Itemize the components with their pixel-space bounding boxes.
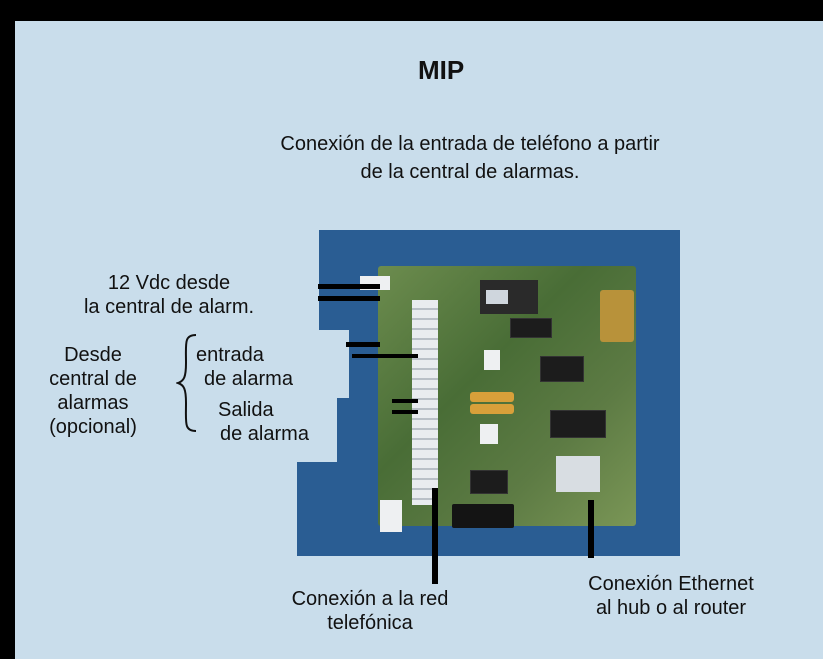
from-central-line-1: Desde <box>64 344 122 366</box>
board-photo-notch <box>297 230 319 330</box>
board-chip <box>470 470 508 494</box>
ethernet-connection-label: Conexión Ethernet al hub o al router <box>540 572 802 620</box>
phone-connection-label: Conexión a la red telefónica <box>250 587 490 635</box>
power-label: 12 Vdc desde la central de alarm. <box>38 271 300 319</box>
board-connector <box>380 500 402 532</box>
power-lead-line <box>318 284 380 289</box>
phone-lead-line <box>432 488 438 584</box>
diagram-title: MIP <box>418 55 465 85</box>
from-central-line-3: alarmas <box>57 392 129 414</box>
alarm-input-line-1: entrada <box>196 344 264 366</box>
alarm-output-line-1: Salida <box>218 399 274 421</box>
power-label-line-1: 12 Vdc desde <box>107 272 231 294</box>
alarm-input-line-2: de alarma <box>204 368 293 390</box>
ethernet-module <box>556 456 600 492</box>
alarm-input-lead-line <box>352 354 418 358</box>
alarm-output-label: Salida de alarma <box>218 398 309 446</box>
ethernet-connection-line-2: al hub o al router <box>595 597 747 619</box>
board-chip <box>550 410 606 438</box>
alarm-input-label: entrada de alarma <box>196 343 293 391</box>
grouping-brace <box>176 334 197 432</box>
power-lead-line <box>318 296 380 301</box>
alarm-output-lead-line <box>392 410 418 414</box>
relay-label <box>486 290 508 304</box>
power-label-line-2: la central de alarm. <box>83 296 255 318</box>
alarm-output-line-2: de alarma <box>220 423 309 445</box>
board-photo-notch <box>297 330 349 398</box>
from-central-line-2: central de <box>49 368 137 390</box>
serial-connector <box>600 290 634 342</box>
board-component <box>480 424 498 444</box>
board-chip <box>540 356 584 382</box>
subtitle-line-2: de la central de alarmas. <box>360 161 580 183</box>
alarm-input-lead-line <box>346 342 380 347</box>
diagram-subtitle: Conexión de la entrada de teléfono a par… <box>180 130 760 186</box>
board-capacitor <box>470 392 514 402</box>
phone-connection-line-2: telefónica <box>327 612 413 634</box>
ethernet-lead-line <box>588 500 594 558</box>
board-capacitor <box>470 404 514 414</box>
board-chip <box>510 318 552 338</box>
board-component <box>484 350 500 370</box>
board-photo-notch <box>297 398 337 462</box>
from-central-line-4: (opcional) <box>49 416 137 438</box>
phone-connection-line-1: Conexión a la red <box>291 588 449 610</box>
from-central-label: Desde central de alarmas (opcional) <box>26 343 160 439</box>
ethernet-connection-line-1: Conexión Ethernet <box>588 573 754 595</box>
phone-jack <box>452 504 514 528</box>
subtitle-line-1: Conexión de la entrada de teléfono a par… <box>280 133 660 155</box>
alarm-output-lead-line <box>392 399 418 403</box>
